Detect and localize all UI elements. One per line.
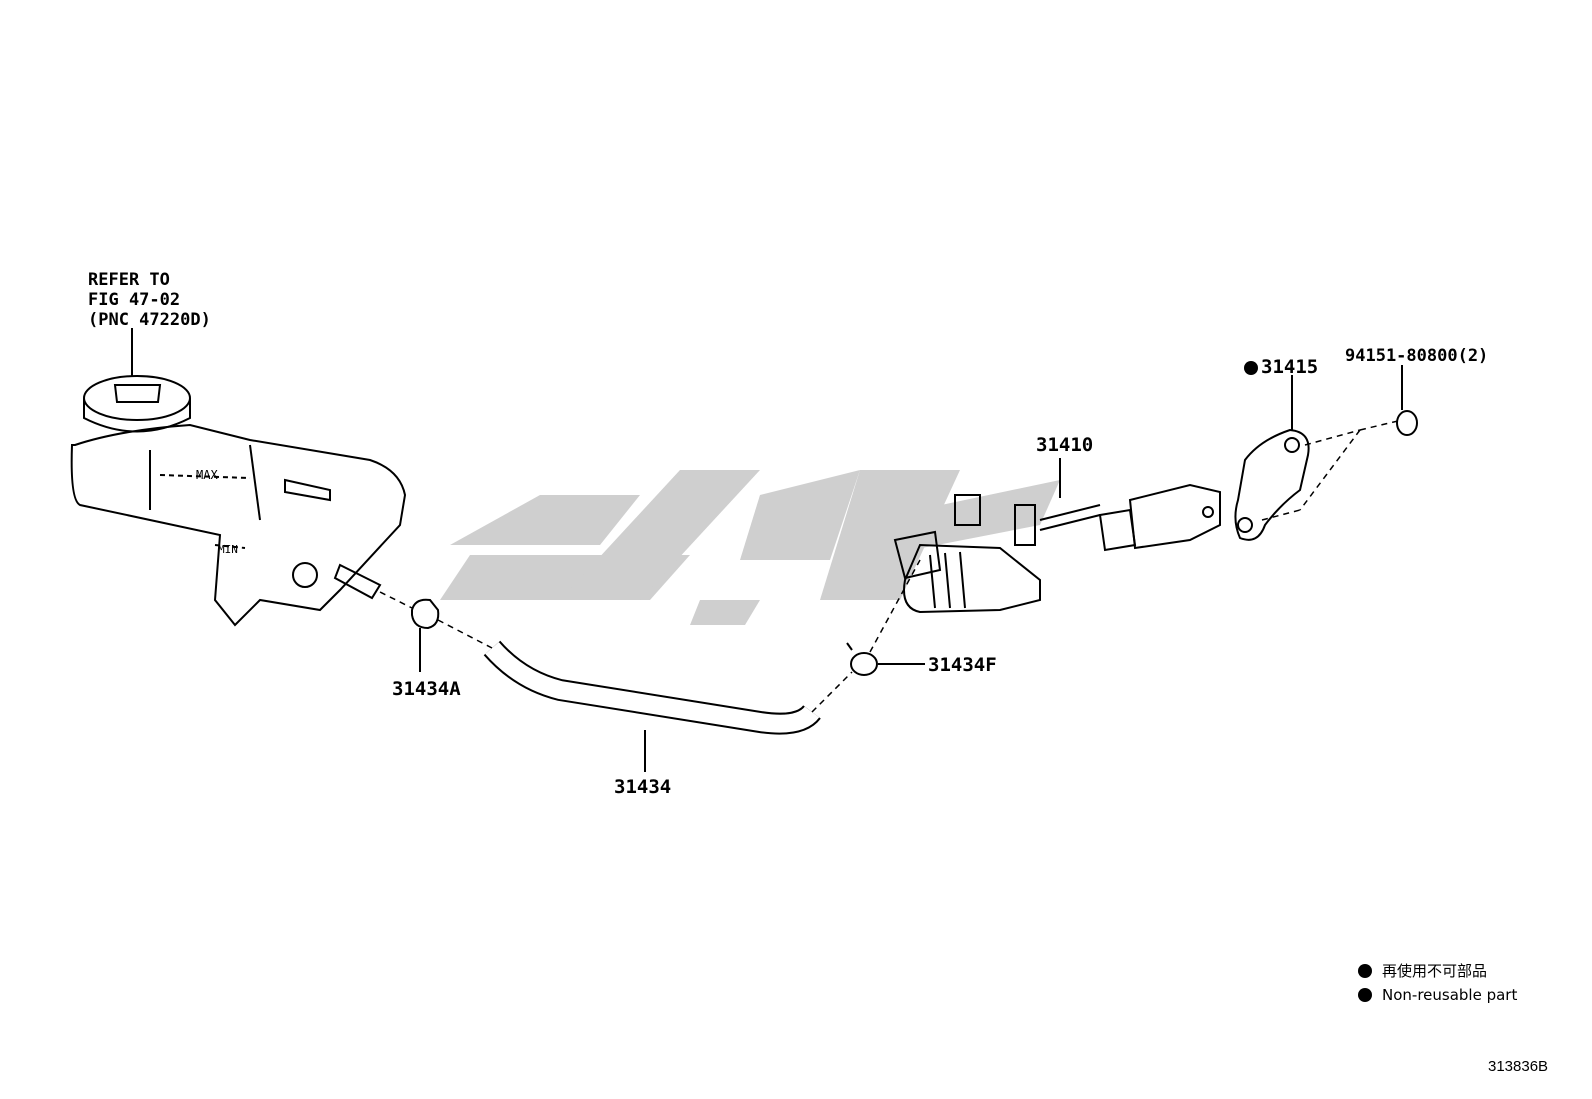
filled-dot-icon — [1358, 988, 1372, 1002]
refer-label-line1: REFER TO — [88, 270, 170, 290]
gasket-31415 — [1234, 375, 1310, 541]
max-mark: MAX — [196, 468, 218, 482]
clamp-31434f — [846, 642, 925, 676]
nut-94151 — [1396, 365, 1418, 436]
legend-text-jp: 再使用不可部品 — [1382, 962, 1488, 980]
clamp-f-label: 31434F — [928, 654, 997, 676]
hose-31434 — [483, 640, 821, 772]
hose-label: 31434 — [614, 776, 672, 798]
min-mark: MIN — [218, 543, 238, 556]
clamp-31434a — [411, 598, 440, 672]
master-cylinder-31410 — [893, 458, 1221, 614]
dashed-connectors — [379, 419, 1403, 713]
gasket-label: 31415 — [1244, 358, 1318, 377]
legend-item-en: Non-reusable part — [1358, 986, 1517, 1004]
clamp-a-label: 31434A — [392, 678, 461, 700]
gasket-label-text: 31415 — [1261, 356, 1319, 378]
figure-code: 313836B — [1488, 1058, 1549, 1075]
cylinder-label: 31410 — [1036, 434, 1094, 456]
legend-item-jp: 再使用不可部品 — [1358, 960, 1487, 981]
nut-label: 94151-80800(2) — [1345, 346, 1489, 366]
watermark-logo — [440, 470, 1060, 625]
legend-text-en: Non-reusable part — [1382, 986, 1518, 1004]
refer-label-line3: (PNC 47220D) — [88, 310, 211, 330]
filled-dot-icon — [1358, 963, 1372, 978]
reservoir-tank — [70, 375, 407, 627]
filled-dot-icon — [1244, 360, 1258, 375]
refer-label-line2: FIG 47-02 — [88, 290, 181, 310]
